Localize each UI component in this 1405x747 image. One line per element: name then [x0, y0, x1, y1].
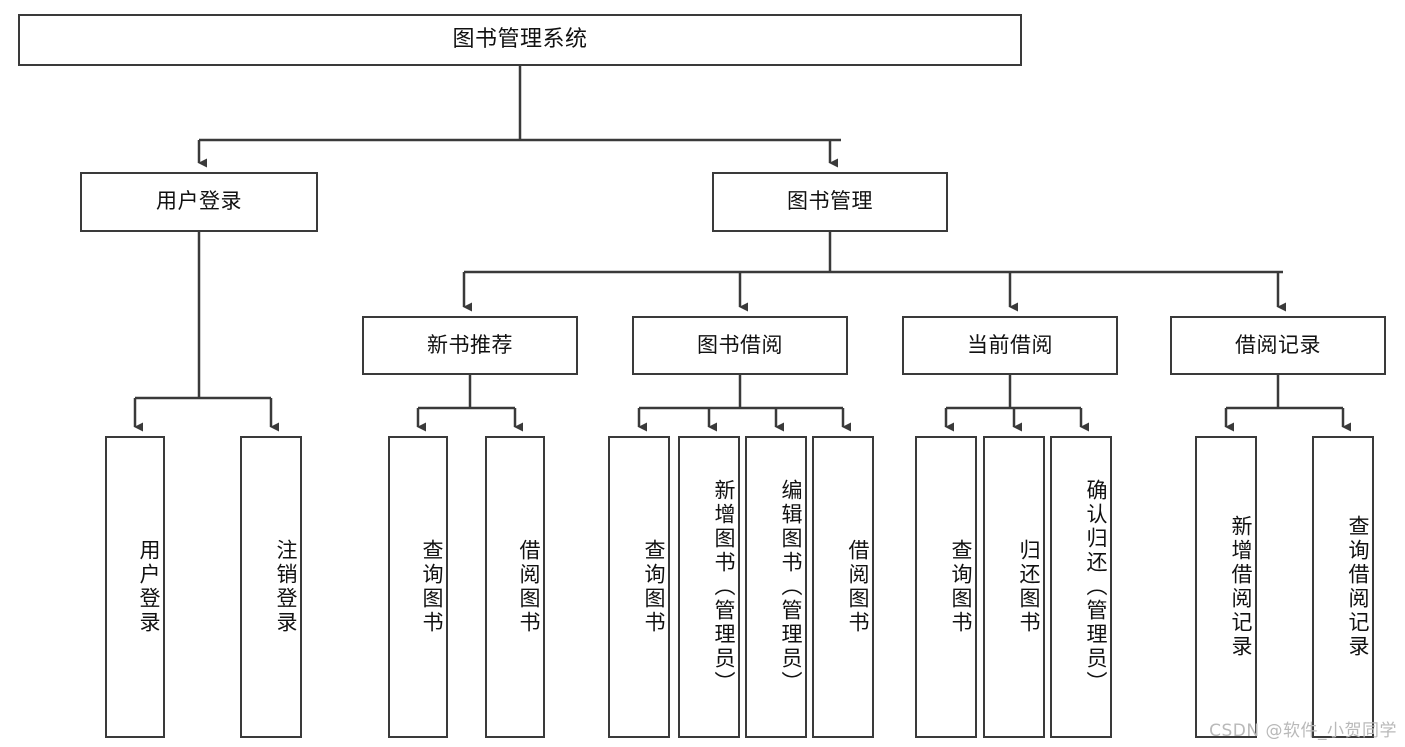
- edge-userlogin-to-leaves: [133, 232, 279, 432]
- node-level2-图书管理[interactable]: 图书管理: [712, 172, 948, 232]
- node-root-system[interactable]: 图书管理系统: [18, 14, 1022, 66]
- node-label: 图书借阅: [697, 332, 783, 357]
- edge-bookmgmt-to-level3: [462, 232, 1286, 312]
- node-label: 新增图书（管理员）: [712, 479, 736, 695]
- edge-current-to-leaves: [944, 375, 1089, 432]
- node-label: 图书管理: [787, 189, 873, 214]
- node-label: 查询图书: [420, 539, 444, 635]
- node-level3-当前借阅[interactable]: 当前借阅: [902, 316, 1118, 375]
- node-label: 新增借阅记录: [1229, 515, 1253, 659]
- edge-record-to-leaves: [1224, 375, 1351, 432]
- node-label: 借阅图书: [846, 539, 870, 635]
- node-label: 归还图书: [1017, 539, 1041, 635]
- edge-newbook-to-leaves: [416, 375, 523, 432]
- node-label: 新书推荐: [427, 332, 513, 357]
- node-leaf-新增图书管理员[interactable]: 新增图书（管理员）: [678, 436, 740, 738]
- node-leaf-确认归还管理员[interactable]: 确认归还（管理员）: [1050, 436, 1112, 738]
- node-label: 当前借阅: [967, 332, 1053, 357]
- node-leaf-借阅图书[interactable]: 借阅图书: [812, 436, 874, 738]
- node-leaf-编辑图书管理员[interactable]: 编辑图书（管理员）: [745, 436, 807, 738]
- node-label: 查询图书: [949, 539, 973, 635]
- node-label: 查询图书: [642, 539, 666, 635]
- node-leaf-用户登录[interactable]: 用户登录: [105, 436, 165, 738]
- edge-borrow-to-leaves: [637, 375, 851, 432]
- node-level3-借阅记录[interactable]: 借阅记录: [1170, 316, 1386, 375]
- node-level3-新书推荐[interactable]: 新书推荐: [362, 316, 578, 375]
- node-leaf-查询借阅记录[interactable]: 查询借阅记录: [1312, 436, 1374, 738]
- edge-root-to-level2: [197, 66, 841, 168]
- node-leaf-归还图书[interactable]: 归还图书: [983, 436, 1045, 738]
- node-label: 借阅记录: [1235, 332, 1321, 357]
- node-label: 用户登录: [156, 189, 242, 214]
- node-leaf-借阅图书[interactable]: 借阅图书: [485, 436, 545, 738]
- node-leaf-查询图书[interactable]: 查询图书: [608, 436, 670, 738]
- node-leaf-注销登录[interactable]: 注销登录: [240, 436, 302, 738]
- node-leaf-新增借阅记录[interactable]: 新增借阅记录: [1195, 436, 1257, 738]
- node-label: 借阅图书: [517, 539, 541, 635]
- node-leaf-查询图书[interactable]: 查询图书: [388, 436, 448, 738]
- node-label: 用户登录: [137, 539, 161, 635]
- node-label: 查询借阅记录: [1346, 515, 1370, 659]
- node-label: 确认归还（管理员）: [1084, 479, 1108, 695]
- node-level3-图书借阅[interactable]: 图书借阅: [632, 316, 848, 375]
- node-leaf-查询图书[interactable]: 查询图书: [915, 436, 977, 738]
- node-label: 编辑图书（管理员）: [779, 479, 803, 695]
- node-label: 注销登录: [274, 539, 298, 635]
- node-level2-用户登录[interactable]: 用户登录: [80, 172, 318, 232]
- node-label: 图书管理系统: [452, 26, 588, 52]
